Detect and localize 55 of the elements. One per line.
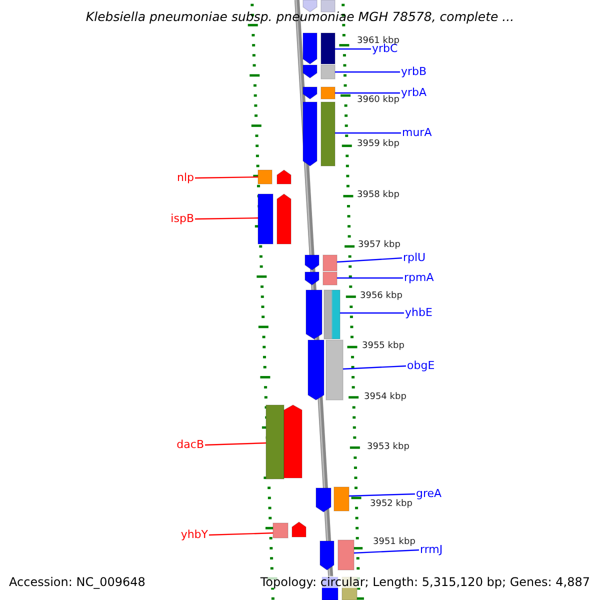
leader-line bbox=[335, 92, 400, 94]
title: Klebsiella pneumoniae subsp. pneumoniae MGH 78578, complete ... bbox=[84, 11, 516, 24]
scale-label: 3958 kbp bbox=[357, 191, 400, 200]
scale-label: 3956 kbp bbox=[360, 292, 402, 301]
leader-line bbox=[337, 277, 403, 279]
gene-block bbox=[302, 32, 336, 64]
gene-label: yrbC bbox=[372, 43, 398, 54]
leader-line bbox=[354, 549, 420, 554]
leader-line bbox=[194, 176, 258, 179]
scale-label: 3961 kbp bbox=[357, 37, 400, 46]
gene-block bbox=[308, 340, 344, 400]
gene-label: yhbY bbox=[180, 529, 208, 540]
leader-line bbox=[340, 312, 404, 314]
scale-label: 3960 kbp bbox=[357, 96, 400, 105]
gene-label: murA bbox=[402, 127, 432, 138]
scale-label: 3955 kbp bbox=[362, 342, 404, 351]
leader-line bbox=[336, 257, 402, 263]
scale-label: 3957 kbp bbox=[358, 241, 400, 250]
gene-label: nlp bbox=[176, 172, 194, 183]
leader-line bbox=[335, 71, 400, 73]
accession-text: Accession: NC_009648 bbox=[9, 576, 146, 588]
gene-label: ispB bbox=[170, 213, 194, 224]
gene-block bbox=[258, 170, 292, 184]
leader-line bbox=[335, 132, 401, 134]
scale-label: 3952 kbp bbox=[370, 500, 412, 509]
topology-text: Topology: circular; Length: 5,315,120 bp; Genes: 4,887 bbox=[260, 576, 590, 588]
scale-label: 3954 kbp bbox=[364, 393, 406, 402]
gene-label: rplU bbox=[403, 252, 426, 263]
leader-line bbox=[194, 217, 258, 220]
gene-block bbox=[272, 522, 306, 538]
scale-label: 3959 kbp bbox=[357, 140, 400, 149]
gene-label: rrmJ bbox=[420, 544, 443, 555]
gene-block bbox=[302, 64, 336, 80]
gene-label: greA bbox=[416, 488, 442, 499]
leader-line bbox=[335, 48, 371, 50]
gene-block bbox=[304, 272, 338, 286]
gene-label: rpmA bbox=[404, 272, 434, 283]
gene-block bbox=[304, 254, 338, 272]
gene-label: obgE bbox=[407, 360, 435, 371]
gene-block bbox=[302, 86, 336, 100]
gene-block bbox=[316, 486, 350, 512]
gene-block bbox=[266, 404, 302, 480]
gene-block bbox=[258, 194, 292, 244]
gene-label: dacB bbox=[176, 439, 204, 450]
gene-label: yrbB bbox=[401, 66, 427, 77]
scale-label: 3953 kbp bbox=[367, 443, 410, 452]
gene-block bbox=[320, 540, 354, 570]
leader-line bbox=[208, 532, 274, 536]
leader-line bbox=[348, 493, 416, 497]
gene-label: yhbE bbox=[405, 307, 432, 318]
gene-label: yrbA bbox=[401, 87, 427, 98]
gene-block bbox=[306, 290, 340, 340]
gene-block bbox=[302, 102, 336, 166]
leader-line bbox=[204, 442, 266, 446]
scale-label: 3951 kbp bbox=[373, 538, 416, 547]
